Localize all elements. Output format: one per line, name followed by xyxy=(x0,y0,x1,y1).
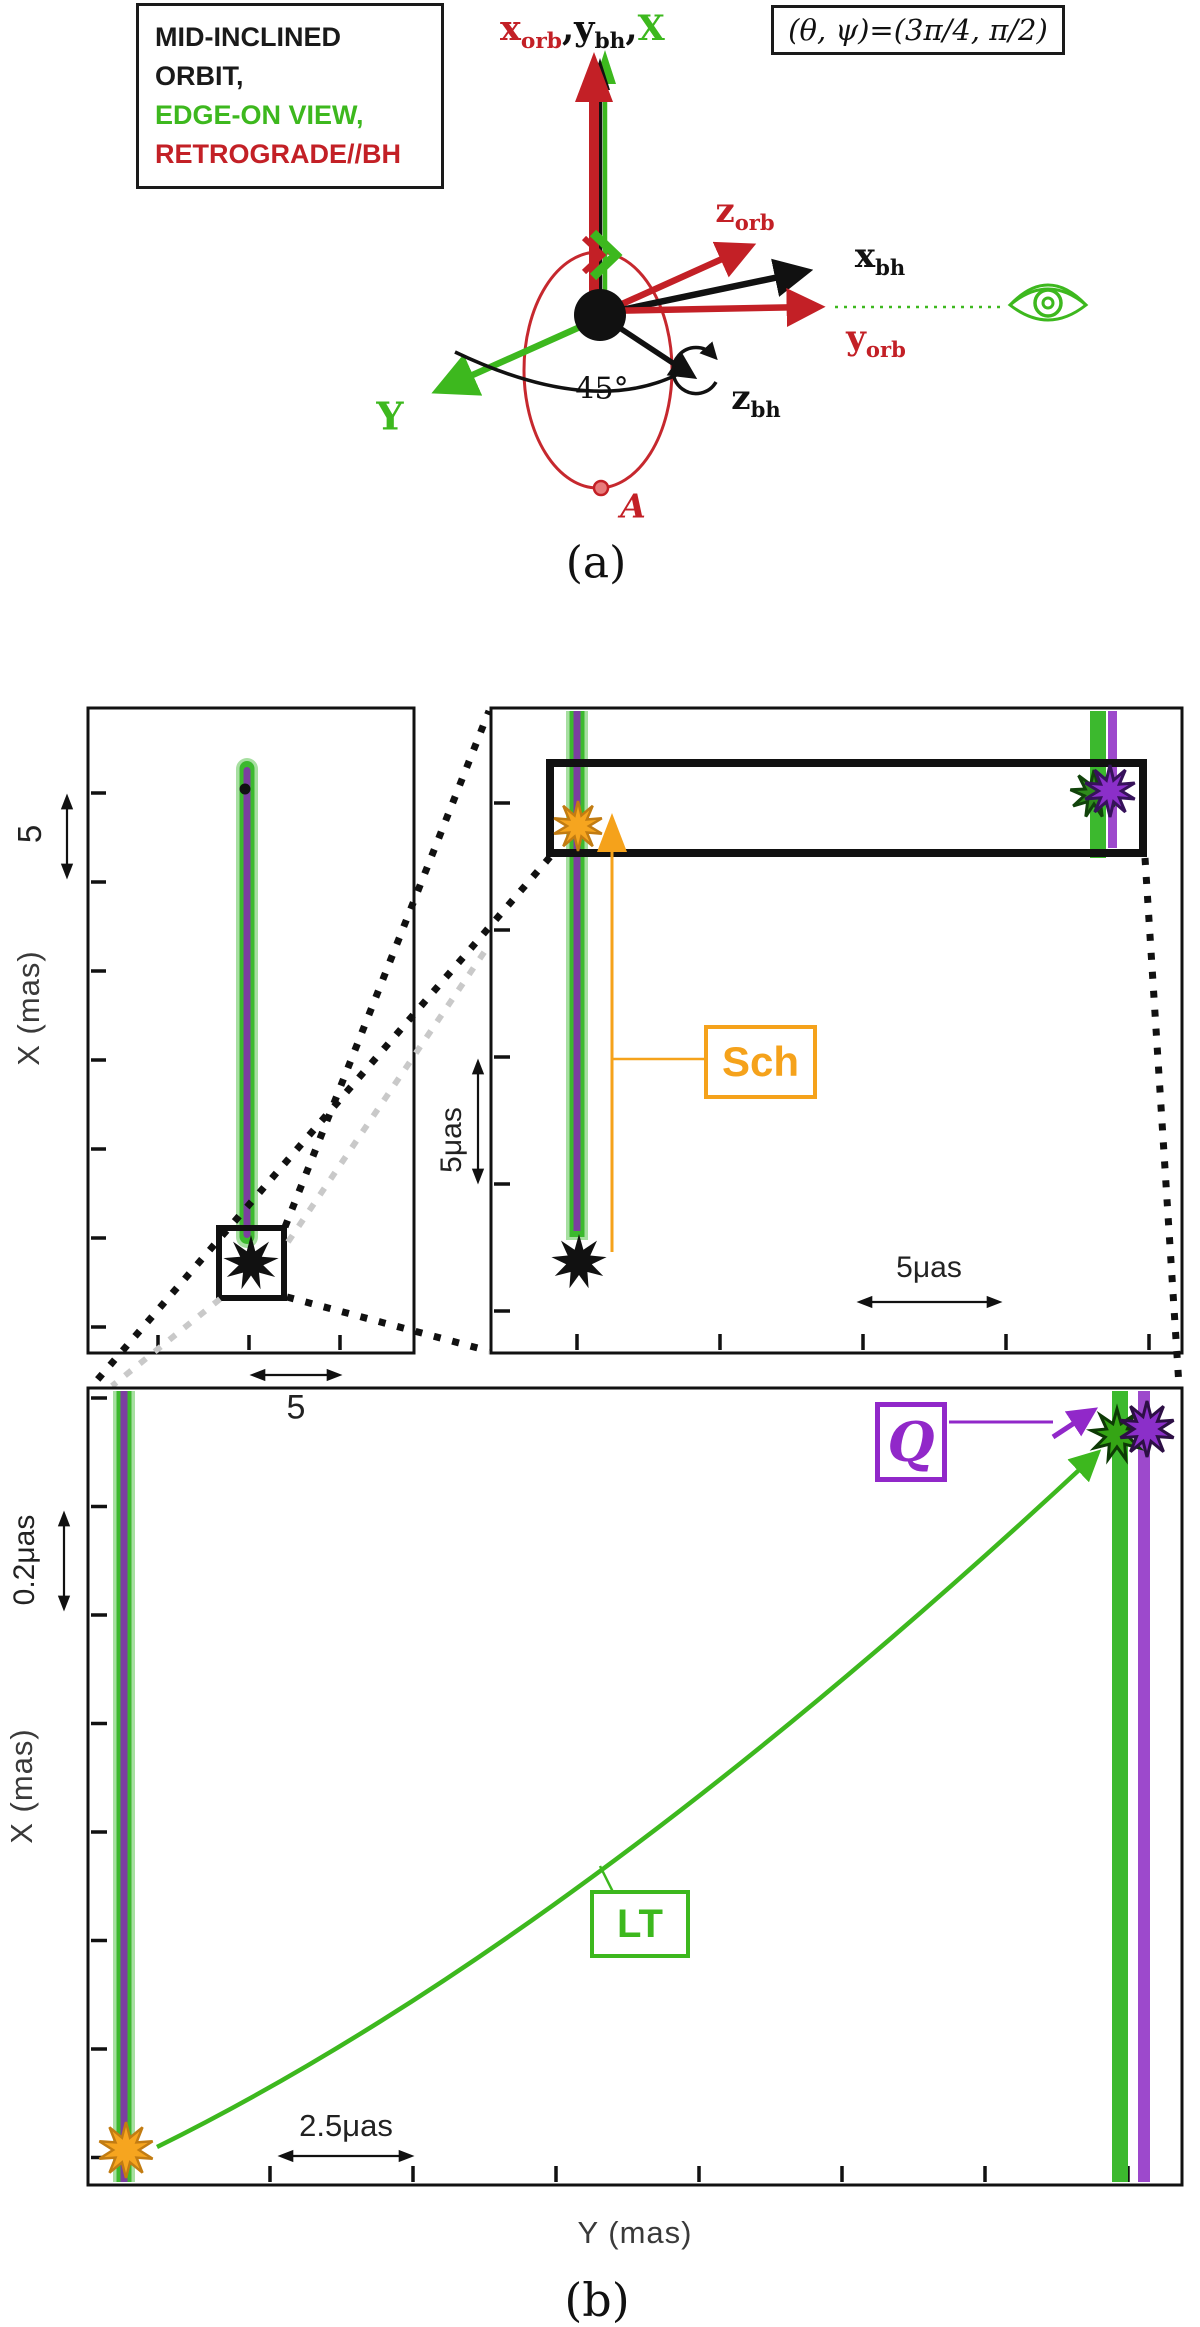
panel-a-diagram xyxy=(431,50,1089,497)
connector-gray-dashed xyxy=(110,1296,222,1389)
zoom-big-frame xyxy=(86,1386,1184,2187)
track-purple-core xyxy=(573,711,581,1231)
green-direction-chevron-icon xyxy=(589,229,623,281)
track-start-dot xyxy=(239,783,251,795)
zoom-big-y-ticks xyxy=(91,1396,107,2160)
lt-track xyxy=(1112,1391,1128,2182)
zoom-mid-y-scale-label: 5μas xyxy=(435,1107,468,1173)
overview-y-ticks xyxy=(91,791,106,1329)
q-label-box: Q xyxy=(875,1402,947,1482)
connector-dotted xyxy=(281,709,493,1229)
track-purple-core xyxy=(243,767,251,1238)
y-orb-label: yorb xyxy=(846,318,906,362)
z-orb-label: zorb xyxy=(715,191,775,235)
overview-x-scale-label: 5 xyxy=(286,1388,306,1427)
overview-panel xyxy=(60,706,416,1382)
separator: , xyxy=(625,8,638,49)
zoom-mid-frame xyxy=(489,706,1184,1355)
lt-label: LT xyxy=(617,1901,663,1946)
y-bh-label: ybh xyxy=(574,8,626,54)
lt-callout-line xyxy=(598,1865,615,1893)
sch-label-box: Sch xyxy=(704,1025,817,1099)
x-orb-label: xorb xyxy=(500,8,562,54)
zoom-big-panel xyxy=(57,1386,1184,2187)
lt-shift-arrow xyxy=(156,1449,1102,2150)
y-sky-vector xyxy=(431,315,602,396)
zoom-big-y-scale-label: 0.2μas xyxy=(8,1514,41,1606)
q-callout-arrow xyxy=(1051,1407,1099,1440)
legend-line-4: RETROGRADE//BH xyxy=(155,139,402,169)
connector-gray-dashed xyxy=(285,943,492,1244)
red-direction-chevron-icon xyxy=(581,235,607,275)
xorb-arrowhead-icon xyxy=(575,52,613,102)
sch-star-icon xyxy=(553,800,603,852)
legend-line-3: EDGE-ON VIEW, xyxy=(155,100,364,130)
legend-line-1: MID-INCLINED xyxy=(155,22,341,52)
black-hole-icon xyxy=(574,289,626,341)
connector-dotted xyxy=(286,1293,490,1355)
zoom-rectangle xyxy=(546,759,1147,857)
legend-line-2: ORBIT, xyxy=(155,61,244,91)
zoom-mid-y-ticks xyxy=(494,801,510,1313)
bh-star-icon xyxy=(551,1234,607,1289)
x-bh-label: xbh xyxy=(854,236,906,280)
panel-b-caption: (b) xyxy=(564,2273,630,2327)
sch-label: Sch xyxy=(721,1038,800,1085)
separator: , xyxy=(561,8,575,49)
zoom-big-x-axis-label: Y (mas) xyxy=(577,2215,693,2250)
q-track xyxy=(1138,1391,1150,2182)
sch-arrowhead-icon xyxy=(597,813,627,852)
y-sky-label: Y xyxy=(376,393,404,439)
top-axis-label: xorb , ybh, X xyxy=(500,8,665,54)
zoom-big-x-ticks xyxy=(268,2166,1130,2182)
angle-label: 45° xyxy=(575,371,629,407)
zoom-mid-x-scale-label: 5μas xyxy=(896,1251,962,1284)
apoapsis-dot xyxy=(592,479,610,497)
z-bh-label: zbh xyxy=(731,378,781,422)
legend-box: MID-INCLINED ORBIT, EDGE-ON VIEW, RETROG… xyxy=(136,3,444,189)
z-orb-vector xyxy=(600,241,757,316)
overview-y-scale-label: 5 xyxy=(11,824,48,844)
zoom-mid-panel xyxy=(471,706,1184,1355)
spin-rotation-arrow-icon xyxy=(671,341,718,396)
zoom-big-y-axis-label: X (mas) xyxy=(4,1728,39,1844)
zoom-mid-x-ticks xyxy=(575,1334,1151,1350)
angle-arc xyxy=(454,350,687,393)
y-orb-vector xyxy=(599,287,826,327)
lt-label-box: LT xyxy=(590,1890,690,1958)
overview-y-axis-label: X (mas) xyxy=(11,950,46,1066)
zoom-big-x-scale-label: 2.5μas xyxy=(299,2108,393,2143)
q-label: Q xyxy=(887,1410,935,1474)
q-star-icon xyxy=(1084,764,1136,818)
connector-dotted xyxy=(1141,857,1183,1387)
bh-star-icon xyxy=(223,1235,279,1290)
inset-square xyxy=(216,1225,287,1301)
q-star-icon xyxy=(1119,1400,1175,1458)
zoom-connectors xyxy=(89,709,1183,1389)
connector-dotted xyxy=(89,854,553,1389)
observer-eye-icon xyxy=(1007,283,1089,322)
panel-a-caption: (a) xyxy=(565,537,627,589)
angles-box: (θ, ψ)=(3π/4, π/2) xyxy=(771,5,1065,55)
x-sky-label: X xyxy=(637,8,665,49)
track-purple-core xyxy=(120,1391,128,2182)
apoapsis-label: A xyxy=(620,486,646,526)
sch-star-icon xyxy=(98,2121,154,2179)
